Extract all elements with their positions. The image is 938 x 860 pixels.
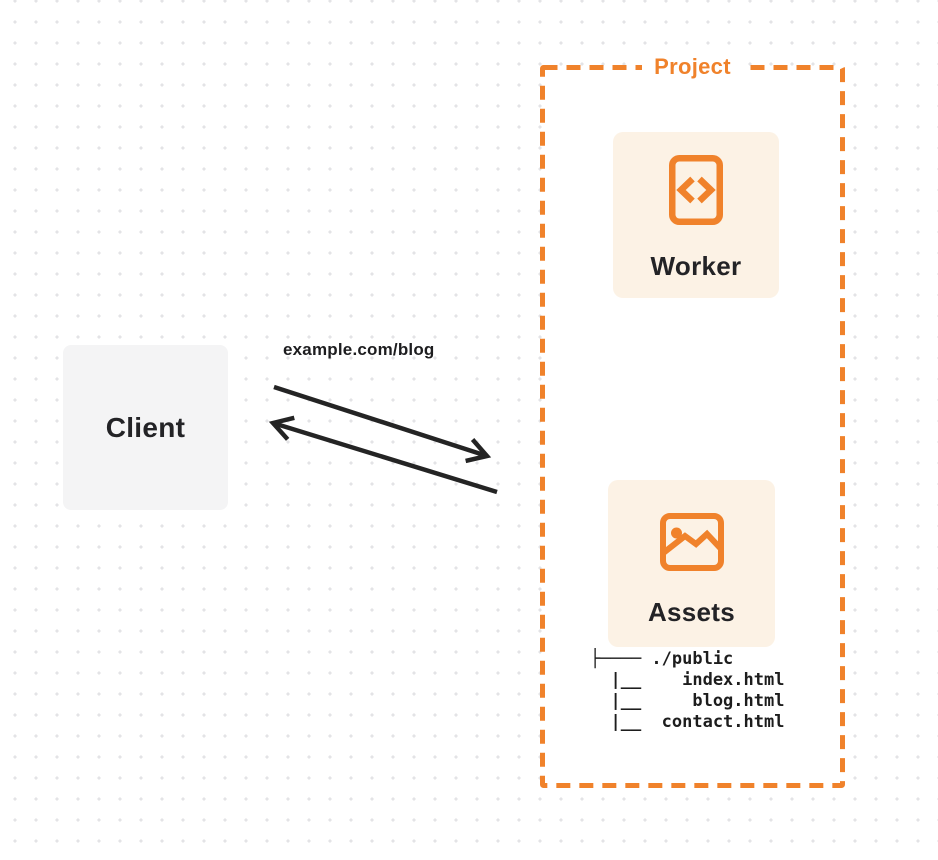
project-label: Project bbox=[642, 52, 743, 82]
code-document-icon bbox=[669, 155, 723, 225]
file-tree-line-blog: |__ blog.html bbox=[590, 691, 785, 711]
request-url-label: example.com/blog bbox=[283, 340, 435, 359]
worker-node: Worker bbox=[613, 132, 779, 298]
response-arrow bbox=[268, 415, 498, 495]
file-tree-line-public: ├──── ./public bbox=[590, 649, 734, 669]
file-tree-line-contact: |__ contact.html bbox=[590, 712, 785, 732]
assets-label: Assets bbox=[647, 596, 736, 627]
client-label: Client bbox=[105, 411, 186, 443]
project-label-row: Project bbox=[540, 52, 845, 82]
client-node: Client bbox=[63, 345, 228, 510]
request-arrow bbox=[273, 384, 492, 464]
assets-file-tree: ├──── ./public |__ index.html |__ blog.h… bbox=[590, 649, 784, 733]
file-tree-line-index: |__ index.html bbox=[590, 670, 785, 690]
worker-label: Worker bbox=[650, 251, 742, 281]
assets-node: Assets bbox=[608, 480, 775, 647]
image-icon bbox=[659, 512, 724, 571]
